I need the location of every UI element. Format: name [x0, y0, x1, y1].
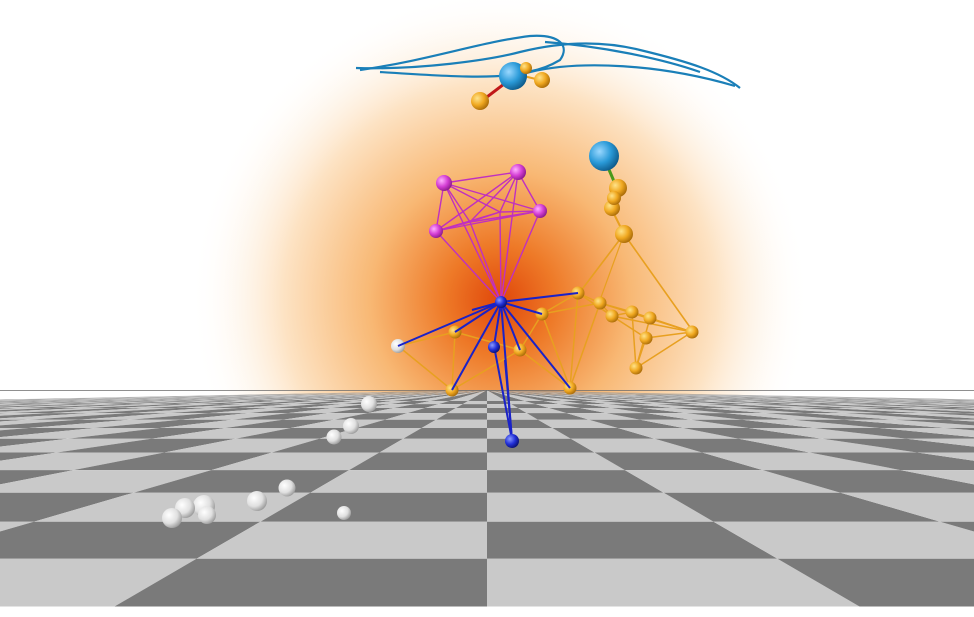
grey-sphere	[198, 506, 216, 524]
wing-sphere-right	[534, 72, 550, 88]
wing-sphere-left	[471, 92, 489, 110]
grey-sphere	[279, 480, 296, 497]
grey-sphere	[361, 396, 377, 412]
orange-sphere	[594, 297, 607, 310]
magenta-sphere	[429, 224, 443, 238]
orange-sphere	[686, 326, 699, 339]
orange-sphere	[606, 310, 619, 323]
magenta-sphere	[533, 204, 547, 218]
blue-sphere	[488, 341, 500, 353]
orange-sphere	[640, 332, 653, 345]
grey-sphere	[247, 491, 267, 511]
grey-sphere	[162, 508, 182, 528]
blue-foot-sphere	[505, 434, 519, 448]
magenta-sphere	[510, 164, 526, 180]
orange-sphere	[626, 306, 639, 319]
grey-sphere	[327, 430, 342, 445]
orange-sphere	[644, 312, 657, 325]
grey-sphere	[343, 418, 359, 434]
orange-sphere	[630, 362, 643, 375]
grey-sphere	[337, 506, 351, 520]
checkered-floor	[0, 390, 974, 607]
arm-tip-sphere	[589, 141, 619, 171]
magenta-sphere	[436, 175, 452, 191]
magenta-link	[500, 212, 501, 302]
blue-hub-sphere	[495, 296, 507, 308]
